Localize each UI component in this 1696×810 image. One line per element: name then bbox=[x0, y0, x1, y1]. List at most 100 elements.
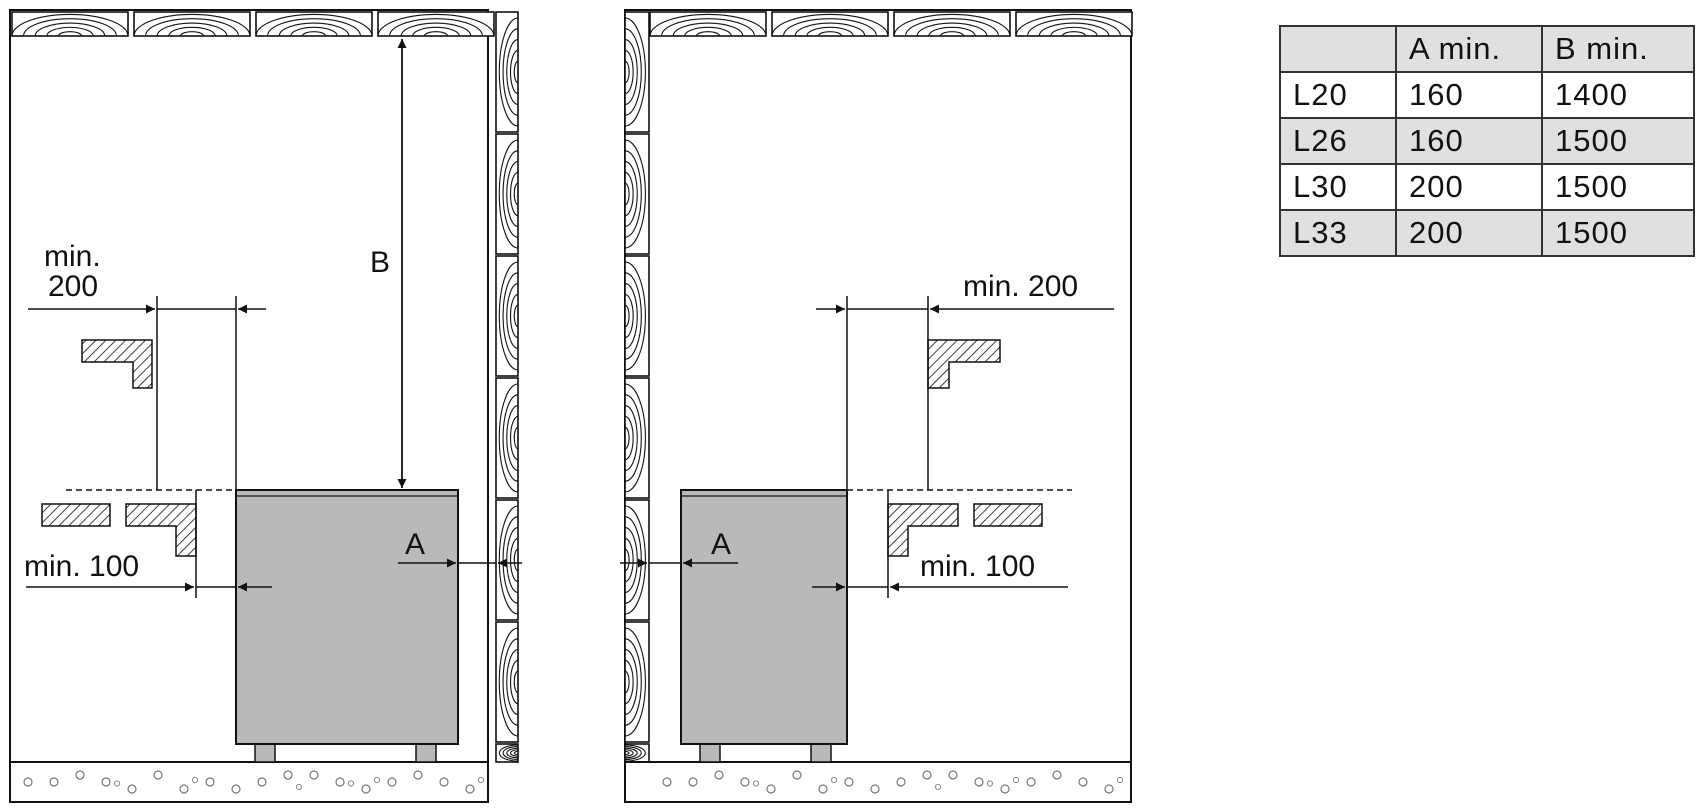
wood-grain bbox=[624, 150, 642, 238]
gravel-stone bbox=[948, 770, 958, 780]
gravel-stone bbox=[688, 777, 698, 787]
wood-grain bbox=[624, 283, 638, 349]
wood-grain bbox=[624, 659, 634, 705]
wood-grain bbox=[624, 28, 642, 116]
ceiling-board bbox=[133, 11, 251, 37]
wood-grain bbox=[624, 527, 638, 593]
wood-grain bbox=[506, 649, 519, 715]
table-cell-b: 1500 bbox=[1541, 163, 1695, 211]
gravel-stone bbox=[766, 784, 776, 794]
table-row: L20 160 1400 bbox=[1279, 71, 1695, 119]
table-header-model bbox=[1279, 25, 1397, 73]
table-cell-model: L20 bbox=[1279, 71, 1397, 119]
gravel-stone bbox=[387, 777, 397, 787]
clearance-table: A min. B min. L20 160 1400 L26 160 1500 … bbox=[1279, 25, 1695, 257]
gravel-stone bbox=[974, 777, 984, 787]
wood-grain bbox=[672, 22, 744, 37]
table-row: L26 160 1500 bbox=[1279, 117, 1695, 165]
wood-grain bbox=[1038, 22, 1110, 37]
wood-grain bbox=[513, 60, 519, 84]
wood-grain bbox=[783, 18, 877, 37]
wood-grain bbox=[179, 31, 205, 37]
wood-grain bbox=[506, 283, 519, 349]
gravel-stone bbox=[1104, 784, 1114, 794]
wood-grain bbox=[509, 171, 519, 217]
wood-grain bbox=[661, 18, 755, 37]
wood-grain bbox=[509, 49, 519, 95]
gravel-stone bbox=[740, 777, 750, 787]
left-min200-label-line2: 200 bbox=[48, 270, 98, 303]
wood-grain bbox=[624, 293, 634, 339]
gravel-stone bbox=[295, 783, 303, 791]
left-ceiling-boards bbox=[11, 11, 495, 37]
gravel-stone bbox=[101, 777, 111, 787]
gravel-stone bbox=[23, 777, 33, 787]
wood-grain bbox=[624, 171, 634, 217]
gravel-stone bbox=[231, 784, 241, 794]
wood-grain bbox=[23, 18, 117, 37]
right-heater-body bbox=[680, 489, 848, 745]
gravel-stone bbox=[752, 780, 760, 787]
wood-grain bbox=[624, 139, 646, 249]
gravel-stone bbox=[1078, 777, 1088, 787]
ceiling-board bbox=[1015, 11, 1133, 37]
gravel-stone bbox=[870, 784, 880, 794]
gravel-stone bbox=[413, 770, 423, 780]
wood-grain bbox=[624, 394, 642, 482]
table-header-row: A min. B min. bbox=[1279, 25, 1695, 73]
wood-grain bbox=[905, 18, 999, 37]
wood-grain bbox=[168, 26, 216, 37]
right-lower-bench-slat bbox=[973, 503, 1043, 527]
wood-grain bbox=[624, 649, 638, 715]
wood-grain bbox=[389, 18, 483, 37]
table-row: L33 200 1500 bbox=[1279, 209, 1695, 257]
wood-grain bbox=[624, 60, 630, 84]
gravel-stone bbox=[830, 776, 838, 784]
wood-grain bbox=[624, 638, 642, 726]
wood-grain bbox=[624, 747, 638, 759]
wood-grain bbox=[11, 13, 129, 37]
wood-grain bbox=[509, 537, 519, 583]
wood-grain bbox=[624, 49, 634, 95]
gravel-stone bbox=[1012, 776, 1020, 784]
wood-grain bbox=[794, 22, 866, 37]
wood-grain bbox=[510, 749, 519, 757]
wood-grain bbox=[624, 426, 630, 450]
gravel-stone bbox=[714, 770, 724, 780]
gravel-stone bbox=[922, 770, 932, 780]
wood-grain bbox=[771, 13, 889, 37]
wood-grain bbox=[624, 627, 646, 737]
wood-grain bbox=[817, 31, 843, 37]
wood-grain bbox=[928, 26, 976, 37]
wood-grain bbox=[1050, 26, 1098, 37]
gravel-stone bbox=[1026, 777, 1036, 787]
left-floor-gravel bbox=[23, 770, 485, 794]
wood-grain bbox=[267, 18, 361, 37]
gravel-stone bbox=[986, 780, 994, 787]
wood-grain bbox=[624, 537, 634, 583]
table-cell-b: 1400 bbox=[1541, 71, 1695, 119]
wood-grain bbox=[509, 659, 519, 705]
right-a-label: A bbox=[711, 528, 731, 561]
gravel-stone bbox=[1052, 770, 1062, 780]
table-cell-model: L30 bbox=[1279, 163, 1397, 211]
left-b-label: B bbox=[370, 246, 390, 279]
left-wall-boards bbox=[495, 11, 519, 763]
gravel-stone bbox=[257, 777, 267, 787]
wood-grain bbox=[506, 405, 519, 471]
wood-grain bbox=[1061, 31, 1087, 37]
gravel-stone bbox=[49, 777, 59, 787]
wood-grain bbox=[506, 161, 519, 227]
wood-grain bbox=[133, 13, 251, 37]
gravel-stone bbox=[361, 784, 371, 794]
wood-grain bbox=[624, 17, 646, 127]
table-cell-b: 1500 bbox=[1541, 209, 1695, 257]
wood-grain bbox=[509, 415, 519, 461]
wood-grain bbox=[278, 22, 350, 37]
wood-grain bbox=[502, 638, 519, 726]
gravel-stone bbox=[75, 770, 85, 780]
table-header-b-min: B min. bbox=[1541, 25, 1695, 73]
gravel-stone bbox=[347, 780, 355, 787]
left-min200-label-line1: min. bbox=[44, 240, 101, 273]
